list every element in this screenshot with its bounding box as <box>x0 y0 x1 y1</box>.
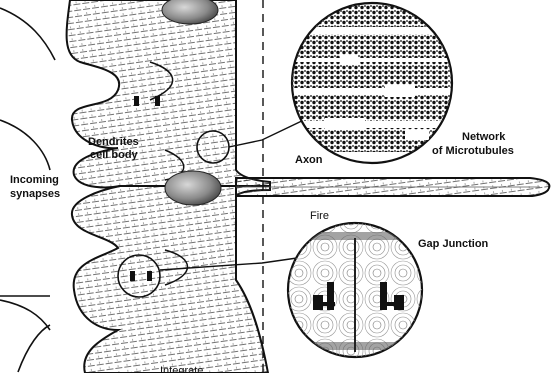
label-network: Network <box>462 131 506 143</box>
label-integrate: Integrate <box>160 365 203 373</box>
label-axon: Axon <box>295 154 323 166</box>
label-incoming: Incoming <box>10 174 59 186</box>
soma-top <box>162 0 218 24</box>
gap-junction-circle <box>285 222 425 362</box>
soma-center <box>165 171 221 205</box>
axon-shape <box>236 178 549 196</box>
label-cell-body: cell body <box>90 149 139 161</box>
label-dendrites: Dendrites <box>88 136 139 148</box>
label-gap-junction: Gap Junction <box>418 238 489 250</box>
label-synapses: synapses <box>10 188 60 200</box>
label-microtubules: of Microtubules <box>432 145 514 157</box>
label-fire: Fire <box>310 210 329 222</box>
microtubule-network-circle <box>290 3 455 163</box>
